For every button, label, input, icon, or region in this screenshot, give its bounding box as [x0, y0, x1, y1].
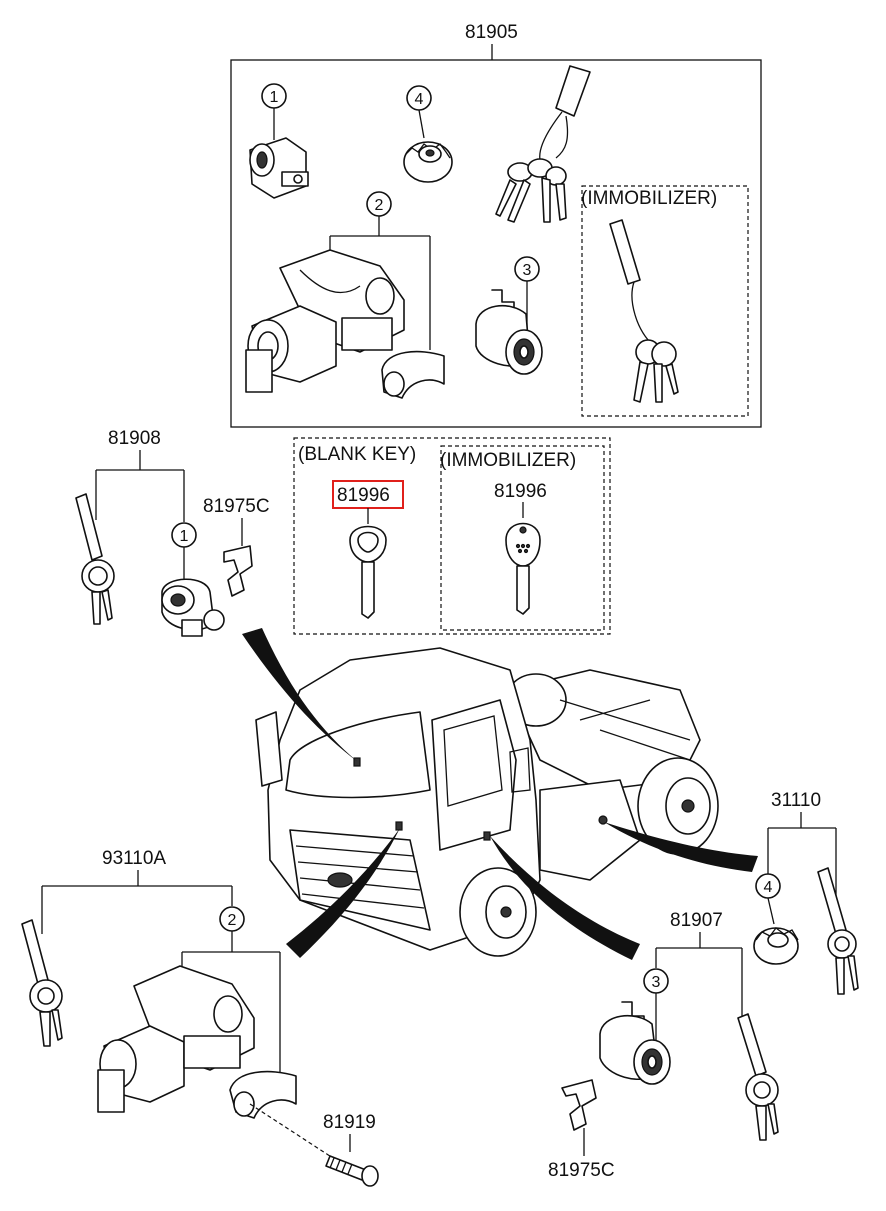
label-81975c-left[interactable]: 81975C — [203, 496, 270, 517]
lock-cylinder-3-icon — [475, 289, 543, 375]
truck-illustration — [255, 647, 719, 957]
svg-text:2: 2 — [375, 197, 384, 214]
callout-4-top[interactable]: 4 — [406, 85, 432, 139]
callout-1-left[interactable]: 1 — [171, 522, 197, 580]
svg-text:1: 1 — [270, 89, 279, 106]
svg-text:4: 4 — [415, 91, 424, 108]
ignition-switch-icon — [245, 249, 405, 393]
screw-icon — [325, 1155, 379, 1187]
label-81919[interactable]: 81919 — [323, 1112, 376, 1133]
steering-clamp-icon — [381, 350, 445, 399]
label-immobilizer-keys[interactable]: (IMMOBILIZER) — [440, 450, 576, 471]
label-81905[interactable]: 81905 — [465, 22, 518, 43]
immobilizer-key-icon — [505, 522, 541, 615]
kit-31110-group: 31110 4 — [753, 790, 859, 995]
label-81908[interactable]: 81908 — [108, 428, 161, 449]
immobilizer-key-set-icon — [609, 219, 679, 403]
label-blank-key[interactable]: (BLANK KEY) — [298, 444, 416, 465]
kit-81908-group: 81908 1 81975C — [75, 428, 270, 637]
pointer-wedges — [242, 628, 758, 960]
callout-1-top[interactable]: 1 — [261, 83, 287, 140]
label-81907[interactable]: 81907 — [670, 910, 723, 931]
door-lock-cylinder-icon — [249, 137, 309, 199]
svg-text:3: 3 — [523, 262, 532, 279]
retainer-clip-left-icon — [223, 545, 253, 597]
svg-text:3: 3 — [652, 974, 661, 991]
screw-guide-line — [249, 1103, 337, 1161]
kit-81905-group: 81905 1 4 — [230, 22, 762, 428]
label-31110[interactable]: 31110 — [771, 790, 821, 811]
key-set-bottom-left-icon — [21, 919, 63, 1047]
lock-cylinder-bottom-icon — [599, 1001, 671, 1085]
door-cylinder-left-icon — [161, 578, 225, 637]
key-set-top-icon — [495, 65, 591, 223]
callout-2-bottom-left[interactable]: 2 — [181, 906, 281, 1080]
retainer-clip-bottom-icon — [561, 1079, 597, 1131]
kit-81905-box — [230, 59, 762, 428]
svg-text:1: 1 — [180, 528, 189, 545]
kit-93110a-group: 93110A 2 81919 — [21, 848, 379, 1187]
callout-2-top[interactable]: 2 — [329, 191, 431, 350]
label-immobilizer-key-part[interactable]: 81996 — [494, 481, 547, 502]
fuel-cap-cylinder-icon — [403, 141, 453, 183]
key-set-left-icon — [75, 493, 115, 625]
label-blank-key-part[interactable]: 81996 — [337, 485, 390, 506]
blank-key-icon — [349, 525, 387, 619]
ignition-switch-bottom-icon — [97, 965, 255, 1113]
svg-text:4: 4 — [764, 879, 773, 896]
keys-box — [293, 437, 611, 635]
label-81975c-bottom[interactable]: 81975C — [548, 1160, 615, 1181]
keys-box-group: (BLANK KEY) (IMMOBILIZER) 81996 81996 — [293, 437, 611, 635]
immobilizer-key-box — [440, 445, 605, 631]
label-immobilizer-top[interactable]: (IMMOBILIZER) — [581, 188, 717, 209]
kit-81907-group: 81907 3 81975C — [548, 910, 779, 1181]
callout-3-bottom-right[interactable]: 3 — [643, 968, 669, 1040]
callout-4-right[interactable]: 4 — [755, 873, 781, 925]
steering-clamp-bottom-icon — [229, 1070, 297, 1119]
key-set-bottom-right-icon — [737, 1013, 779, 1141]
label-93110a[interactable]: 93110A — [102, 848, 166, 869]
fuel-cap-cylinder-right-icon — [753, 927, 799, 965]
immobilizer-box-top — [581, 185, 749, 417]
svg-text:2: 2 — [228, 912, 237, 929]
key-set-right-icon — [817, 867, 859, 995]
